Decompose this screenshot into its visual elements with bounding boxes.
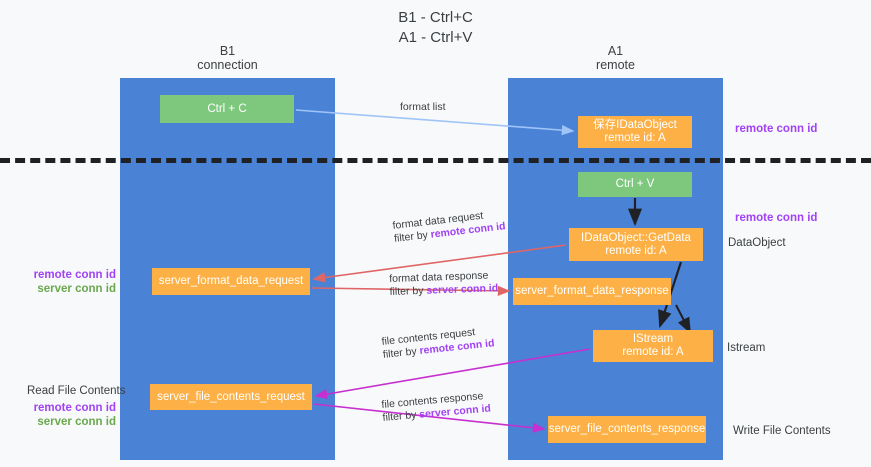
server-conn-id-key: server conn id (426, 282, 499, 297)
label-dataobject: DataObject (728, 237, 786, 249)
box-ctrl-c-label: Ctrl + C (207, 102, 247, 115)
lane-b1-role: connection (197, 58, 258, 72)
box-server-file-contents-response-label: server_file_contents_response (548, 423, 706, 435)
label-remote-conn-id-top: remote conn id (735, 123, 818, 135)
label-istream: Istream (727, 342, 766, 354)
title-line-2: A1 - Ctrl+V (398, 29, 473, 46)
box-save-idataobject[interactable]: 保存IDataObject remote id: A (578, 116, 692, 148)
box-ctrl-v[interactable]: Ctrl + V (578, 172, 692, 197)
label-server-conn-id-2: server conn id (37, 416, 116, 428)
box-idataobject-getdata-sublabel: remote id: A (605, 244, 667, 257)
label-conn-ids-file: remote conn id server conn id (22, 401, 116, 429)
filter-by-text: filter by (382, 345, 421, 361)
caption-format-data-request: format data request filter by remote con… (392, 207, 506, 246)
phase-divider (0, 158, 871, 163)
label-conn-ids-format: remote conn id server conn id (22, 268, 116, 296)
caption-format-data-response: format data response filter by server co… (389, 269, 498, 299)
box-idataobject-getdata-label: IDataObject::GetData (581, 231, 691, 244)
caption-format-list: format list (400, 101, 446, 114)
lane-a1-name: A1 (607, 44, 624, 58)
caption-format-data-response-line2: filter by server conn id (389, 282, 498, 299)
box-server-file-contents-request[interactable]: server_file_contents_request (150, 384, 312, 410)
box-istream-sublabel: remote id: A (622, 346, 684, 358)
label-remote-conn-id-mid: remote conn id (735, 212, 818, 224)
box-ctrl-v-label: Ctrl + V (615, 178, 655, 190)
lane-a1-role: remote (596, 58, 635, 72)
box-server-format-data-response-label: server_format_data_response (515, 285, 669, 297)
caption-file-contents-request: file contents request filter by remote c… (381, 324, 495, 362)
filter-by-text: filter by (389, 284, 427, 298)
label-remote-conn-id-2: remote conn id (33, 402, 116, 414)
label-read-file-contents: Read File Contents (27, 385, 126, 397)
box-server-format-data-response[interactable]: server_format_data_response (513, 278, 671, 305)
filter-by-text: filter by (382, 408, 420, 424)
diagram-title: B1 - Ctrl+C A1 - Ctrl+V (0, 8, 871, 48)
box-idataobject-getdata[interactable]: IDataObject::GetData remote id: A (569, 228, 703, 261)
box-server-file-contents-response[interactable]: server_file_contents_response (548, 416, 706, 443)
box-istream-label: IStream (632, 333, 674, 345)
label-server-conn-id-1: server conn id (37, 283, 116, 295)
label-remote-conn-id-1: remote conn id (33, 269, 116, 281)
label-write-file-contents: Write File Contents (733, 425, 831, 437)
box-server-format-data-request[interactable]: server_format_data_request (152, 268, 310, 295)
box-save-idataobject-sublabel: remote id: A (604, 132, 666, 144)
caption-format-list-line1: format list (400, 101, 446, 113)
box-server-file-contents-request-label: server_file_contents_request (157, 390, 305, 403)
lane-b1-name: B1 (219, 44, 236, 58)
title-line-1: B1 - Ctrl+C (398, 9, 473, 26)
caption-file-contents-response: file contents response filter by server … (381, 390, 491, 425)
lane-header-a1: A1 remote (508, 44, 723, 72)
lane-header-b1: B1 connection (120, 44, 335, 72)
box-ctrl-c[interactable]: Ctrl + C (160, 95, 294, 123)
box-server-format-data-request-label: server_format_data_request (158, 275, 304, 287)
box-istream[interactable]: IStream remote id: A (593, 330, 713, 362)
box-save-idataobject-label: 保存IDataObject (593, 119, 677, 131)
